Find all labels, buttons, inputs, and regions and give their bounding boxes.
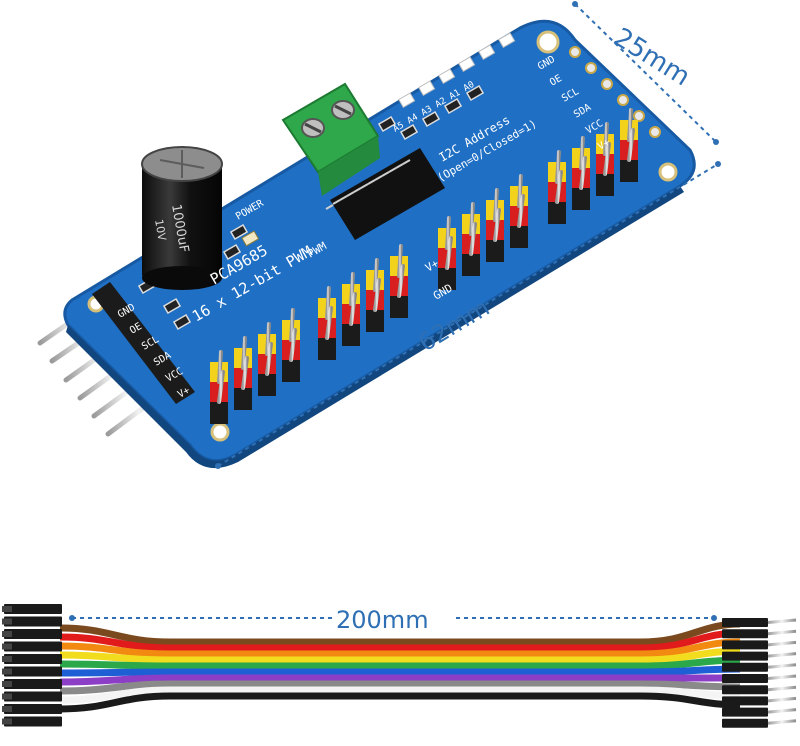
ribbon-wire [59, 647, 741, 664]
dupont-connector [2, 679, 62, 689]
left-pin-label: V+ [176, 385, 192, 401]
cap-voltage-label: 10V [152, 218, 169, 242]
servo-header-column [342, 252, 360, 346]
ribbon-wire [59, 638, 741, 658]
ribbon-wire [59, 674, 740, 686]
dupont-connector [722, 685, 797, 695]
left-header-base [92, 282, 195, 404]
servo-header-column [258, 302, 276, 396]
servo-header-column [366, 238, 384, 332]
ribbon-wire [59, 692, 741, 713]
pca9685-chip [325, 148, 445, 240]
dupont-connector [722, 674, 797, 683]
screw-terminal [281, 82, 380, 196]
dupont-connector [2, 666, 62, 677]
dupont-connector [2, 616, 62, 627]
pca9685-board: PCA9685 16 x 12-bit PWM POWER I2C Addres… [37, 19, 696, 469]
ribbon-wire [59, 620, 741, 646]
mount-hole [210, 422, 230, 442]
dupont-connector [2, 704, 62, 714]
power-led [241, 230, 260, 247]
servo-header-column [510, 154, 528, 248]
right-pads [569, 46, 661, 138]
dupont-connector [722, 651, 797, 661]
dupont-connector [722, 618, 797, 627]
dupont-connector [722, 640, 797, 650]
servo-headers [210, 88, 638, 424]
servo-header-column [210, 330, 228, 424]
ribbon-wire [59, 686, 741, 704]
right-pin-label: V+ [596, 137, 612, 153]
dimension-200mm: 200mm [69, 606, 717, 634]
mount-hole [536, 30, 560, 54]
vplus-label: V+ [423, 257, 441, 275]
dupont-connector [722, 707, 797, 717]
address-jumpers [398, 32, 516, 109]
servo-header-column [548, 130, 566, 224]
dupont-connector [2, 716, 62, 727]
dupont-ribbon-cable [2, 604, 797, 728]
ribbon-wire [59, 656, 741, 670]
ribbon-wire [59, 629, 741, 652]
capacitor [141, 146, 223, 290]
dupont-connector [2, 604, 62, 614]
board-width-label: 25mm [608, 22, 695, 92]
dupont-connector [2, 629, 62, 639]
left-pin-label: OE [128, 321, 144, 337]
ribbon-wire [59, 680, 741, 695]
servo-header-column [318, 266, 336, 360]
servo-header-column [282, 288, 300, 382]
ribbon-wires [59, 620, 741, 713]
dupont-connector [722, 696, 797, 706]
servo-header-column [572, 116, 590, 210]
left-dupont-connectors [2, 604, 62, 727]
servo-header-column [462, 182, 480, 276]
cable-length-label: 200mm [336, 606, 429, 634]
dupont-connector [2, 641, 62, 652]
dupont-connector [2, 654, 62, 664]
mount-hole [658, 162, 678, 182]
servo-header-column [234, 316, 252, 410]
right-pin-label: OE [548, 73, 564, 89]
dupont-connector [722, 718, 797, 728]
ribbon-wire [59, 665, 741, 677]
servo-header-column [438, 196, 456, 290]
right-dupont-connectors [722, 618, 797, 728]
servo-header-column [486, 168, 504, 262]
dupont-connector [2, 691, 62, 702]
dupont-connector [722, 629, 797, 639]
dupont-connector [722, 662, 797, 672]
servo-header-column [390, 224, 408, 318]
servo-header-column [620, 88, 638, 182]
servo-header-column [596, 102, 614, 196]
